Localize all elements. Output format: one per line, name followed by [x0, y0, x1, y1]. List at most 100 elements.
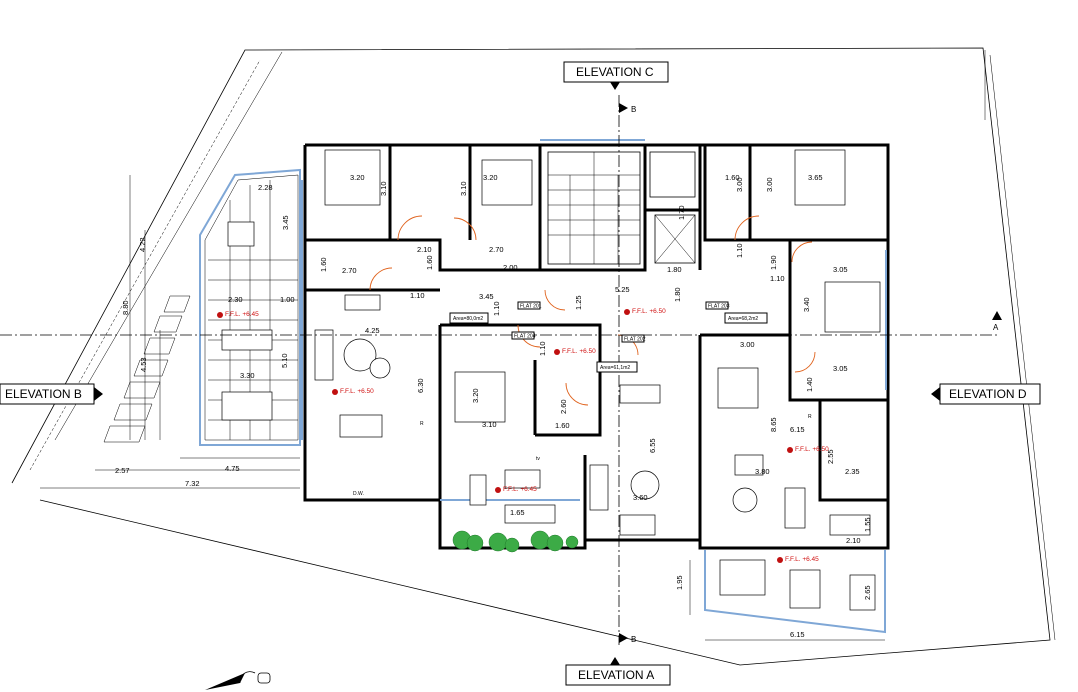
elevation-b-marker	[0, 383, 103, 405]
tv-label: tv	[536, 456, 540, 462]
dim-20: 2.70	[342, 266, 357, 275]
dim-6: 2.30	[228, 295, 243, 304]
dim-37: 6.55	[648, 438, 657, 453]
dim-59: 2.65	[863, 585, 872, 600]
ffl-balcony-center: F.F.L. +6.45	[503, 486, 537, 493]
door-swings	[369, 215, 816, 406]
dim-33: 3.20	[471, 388, 480, 403]
ffl-living-left: F.F.L. +6.50	[340, 388, 374, 395]
dim-51: 6.15	[790, 425, 805, 434]
building-walls	[303, 143, 890, 550]
flat-tag-2: FLAT 202	[624, 337, 646, 343]
elevation-d-marker	[931, 383, 1041, 405]
area-center: Area=61,1m2	[600, 365, 630, 371]
dim-53: 2.55	[826, 449, 835, 464]
section-mark-b-top: B	[631, 105, 636, 114]
dim-44: 1.90	[769, 255, 778, 270]
dim-17: 3.10	[459, 181, 468, 196]
dim-60: 6.15	[790, 630, 805, 639]
right-balcony	[704, 550, 886, 634]
dim-4: 8.80	[121, 300, 130, 315]
furniture-living	[314, 294, 871, 536]
dim-48: 3.00	[740, 340, 755, 349]
dim-26: 6.30	[416, 378, 425, 393]
dim-40: 3.00	[735, 177, 744, 192]
dim-28: 1.25	[574, 295, 583, 310]
dim-57: 1.55	[863, 517, 872, 532]
dim-36: 1.60	[555, 421, 570, 430]
dim-41: 3.00	[765, 177, 774, 192]
dim-18: 2.10	[417, 245, 432, 254]
dim-50: 1.40	[805, 377, 814, 392]
dim-16: 3.20	[483, 173, 498, 182]
dim-58: 1.95	[675, 575, 684, 590]
dim-34: 3.10	[482, 420, 497, 429]
fridge-label-left: R	[420, 421, 424, 427]
dim-21: 2.70	[489, 245, 504, 254]
elevation-a-label: ELEVATION A	[578, 668, 654, 682]
dim-55: 3.80	[755, 467, 770, 476]
dim-52: 8.65	[769, 417, 778, 432]
dim-19: 1.60	[319, 257, 328, 272]
planters	[452, 530, 579, 553]
staircase-core	[547, 151, 696, 265]
level-markers	[217, 309, 793, 563]
elevation-c-label: ELEVATION C	[576, 65, 654, 79]
dimension-texts: 2.28 3.45 4.22 8.80 4.53 2.30 1.00 4.25 …	[115, 173, 872, 639]
dim-49: 3.05	[833, 364, 848, 373]
north-arrow-icon	[205, 671, 271, 690]
area-right: Area=68,2m2	[728, 316, 758, 322]
dim-47: 3.40	[802, 297, 811, 312]
dim-22: 1.60	[425, 255, 434, 270]
left-terrace	[199, 168, 301, 446]
dim-13: 7.32	[185, 479, 200, 488]
dim-25: 3.45	[479, 292, 494, 301]
dim-38: 3.60	[633, 493, 648, 502]
dim-12: 4.75	[225, 464, 240, 473]
dim-9: 3.30	[240, 371, 255, 380]
dim-46: 3.05	[833, 265, 848, 274]
elevation-c-marker	[563, 61, 669, 90]
ffl-hall-left: F.F.L. +6.50	[562, 348, 596, 355]
dim-14: 3.20	[350, 173, 365, 182]
dim-10: 5.10	[280, 353, 289, 368]
dim-1: 2.28	[258, 183, 273, 192]
dim-32: 1.10	[538, 341, 547, 356]
fridge-label-right: R	[808, 414, 812, 420]
dim-15: 3.10	[379, 181, 388, 196]
dim-2: 3.45	[281, 215, 290, 230]
exterior-steps	[103, 295, 191, 443]
area-left: Area=80,0m2	[453, 316, 483, 322]
ffl-balcony-right: F.F.L. +6.45	[785, 556, 819, 563]
dim-7: 1.00	[280, 295, 295, 304]
dim-42: 3.65	[808, 173, 823, 182]
dim-56: 2.10	[846, 536, 861, 545]
flat-tag-1: FLAT 201	[520, 304, 542, 310]
dim-39: 1.60	[725, 173, 740, 182]
dim-11: 2.57	[115, 466, 130, 475]
elevation-b-label: ELEVATION B	[5, 387, 82, 401]
dim-24: 1.10	[410, 291, 425, 300]
site-boundary	[11, 47, 1056, 666]
elevation-a-marker	[565, 657, 671, 686]
section-mark-b-bottom: B	[631, 635, 636, 644]
flat-tag-3: FLAT 203	[708, 304, 730, 310]
dishwasher-label: D.W.	[353, 491, 364, 497]
area-boxes	[449, 301, 768, 373]
glazing	[301, 139, 887, 501]
dim-27: 1.10	[492, 301, 501, 316]
flat-tag-4: FLAT 204	[514, 334, 536, 340]
dim-45: 1.10	[770, 274, 785, 283]
dim-35: 2.60	[559, 399, 568, 414]
dim-54: 2.35	[845, 467, 860, 476]
dim-43: 1.10	[735, 243, 744, 258]
ffl-terrace-left: F.F.L. +6.45	[225, 311, 259, 318]
dim-62: 1.70	[677, 205, 686, 220]
dim-3: 4.22	[138, 237, 147, 252]
dim-5: 4.53	[139, 357, 148, 372]
section-mark-a: A	[993, 323, 999, 332]
dim-8: 4.25	[365, 326, 380, 335]
ffl-living-right: F.F.L. +6.50	[795, 446, 829, 453]
dim-30: 1.80	[667, 265, 682, 274]
